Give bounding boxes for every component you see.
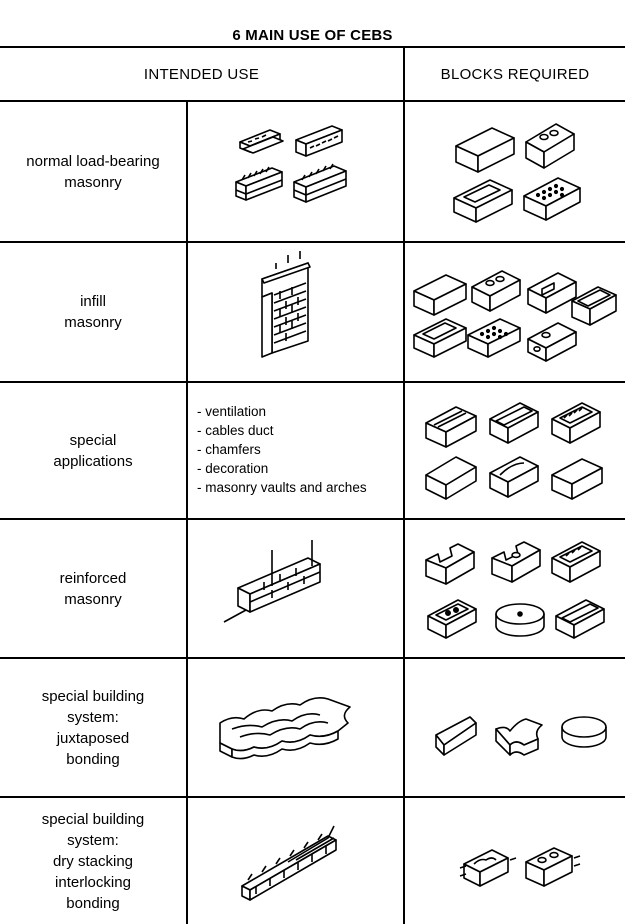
juxtaposed-paving-illustration: [219, 697, 351, 760]
application-item: - ventilation: [197, 404, 267, 419]
special-blocks-icons: [425, 402, 603, 500]
row-6-blocks: [406, 798, 625, 924]
interlocking-wall-illustration: [241, 825, 337, 901]
row-1-blocks: [406, 102, 625, 241]
juxtaposed-blocks-icons: [435, 716, 607, 756]
special-applications-list: - ventilation - cables duct - chamfers -…: [197, 402, 367, 497]
standard-blocks-icons: [453, 123, 581, 223]
row-4-intended-use: reinforced masonry: [59, 569, 127, 608]
application-item: - cables duct: [197, 423, 274, 438]
row-3-intended-use: special applications: [53, 431, 133, 470]
infill-blocks-icons: [413, 270, 617, 362]
header-intended-use: INTENDED USE: [143, 65, 260, 83]
row-1-intended-use: normal load-bearing masonry: [26, 152, 160, 191]
row-1-illustration: [188, 102, 404, 241]
row-4-blocks: [406, 520, 625, 657]
interlocking-blocks-icons: [459, 847, 581, 887]
application-item: - chamfers: [197, 442, 261, 457]
row-3-blocks: [406, 383, 625, 518]
row-4-illustration: [188, 520, 404, 657]
row-6-illustration: [188, 798, 404, 924]
row-2-blocks: [406, 243, 625, 381]
row-5-intended-use: special building system: juxtaposed bond…: [41, 687, 145, 768]
reinforced-wall-illustration: [223, 540, 321, 623]
application-item: - decoration: [197, 461, 269, 476]
row-6-intended-use: special building system: dry stacking in…: [41, 810, 145, 912]
infill-wall-illustration: [261, 251, 311, 358]
load-bearing-wall-illustration: [235, 125, 347, 203]
reinforced-blocks-icons: [425, 541, 605, 639]
row-2-illustration: [188, 243, 404, 381]
row-5-illustration: [188, 659, 404, 796]
row-2-intended-use: infill masonry: [64, 293, 122, 331]
header-blocks-required: BLOCKS REQUIRED: [440, 65, 590, 83]
page-title: 6 MAIN USE OF CEBS: [232, 27, 393, 44]
row-5-blocks: [406, 659, 625, 796]
application-item: - masonry vaults and arches: [197, 480, 367, 495]
